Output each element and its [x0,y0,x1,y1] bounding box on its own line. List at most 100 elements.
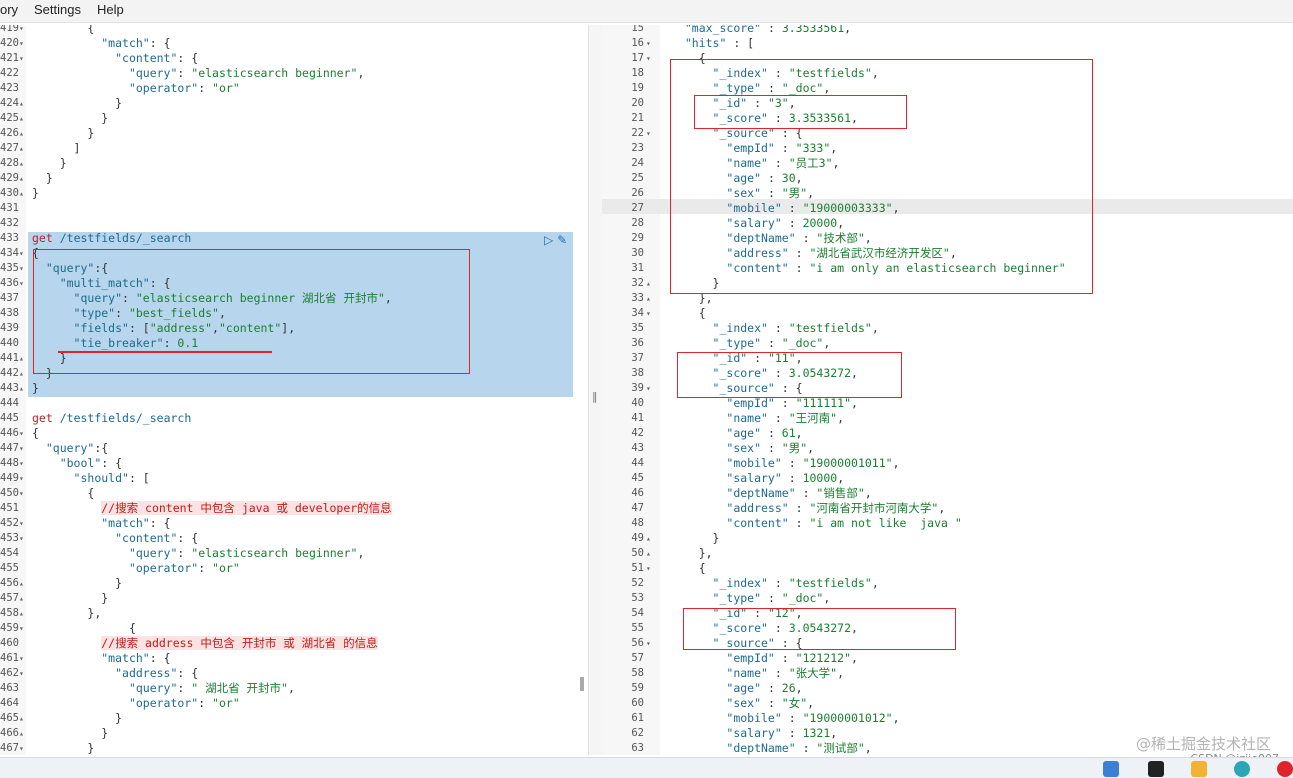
fold-open-icon[interactable]: ▾ [19,249,24,258]
fold-open-icon[interactable]: ▾ [646,384,651,393]
fold-open-icon[interactable]: ▾ [19,429,24,438]
line-number: 59 [631,682,644,694]
line-number: 436 [0,277,19,289]
fold-open-icon[interactable]: ▾ [19,459,24,468]
code-text: } [115,96,123,110]
fold-close-icon[interactable]: ▴ [19,729,24,738]
line-number: 437 [0,292,19,304]
line-number: 430 [0,187,19,199]
fold-open-icon[interactable]: ▾ [19,444,24,453]
scrollbar[interactable] [580,677,584,691]
fold-open-icon[interactable]: ▾ [19,39,24,48]
code-text: ] [73,141,81,155]
fold-open-icon[interactable]: ▾ [19,654,24,663]
fold-close-icon[interactable]: ▴ [19,174,24,183]
line-number: 18 [631,67,644,79]
fold-close-icon[interactable]: ▴ [19,594,24,603]
fold-open-icon[interactable]: ▾ [646,564,651,573]
code-text: "mobile" : "19000001011", [726,456,900,470]
fold-open-icon[interactable]: ▾ [19,279,24,288]
folder-icon[interactable] [1191,761,1207,777]
fold-open-icon[interactable]: ▾ [19,474,24,483]
resizer-grip-icon[interactable]: ‖ [592,390,598,403]
line-number: 43 [631,442,644,454]
fold-close-icon[interactable]: ▴ [19,189,24,198]
code-text: "operator": "or" [128,81,240,95]
fold-close-icon[interactable]: ▴ [19,114,24,123]
line-number: 453 [0,532,19,544]
fold-close-icon[interactable]: ▴ [646,534,651,543]
line-number: 457 [0,592,19,604]
fold-open-icon[interactable]: ▾ [646,639,651,648]
code-text: } [59,156,67,170]
code-text: "name" : "王河南", [726,411,845,425]
code-text: "_index" : "testfields", [712,321,879,335]
annotation-underline-tie-breaker [58,351,272,353]
menu-history[interactable]: ory [0,2,19,17]
start-icon[interactable] [1103,761,1119,777]
line-number: 45 [631,472,644,484]
fold-open-icon[interactable]: ▾ [646,129,651,138]
code-text: "_source" : { [712,636,803,650]
line-number: 28 [631,217,644,229]
code-text: "query":{ [45,441,109,455]
terminal-icon[interactable] [1148,761,1164,777]
code-text: "_type" : "_doc", [712,81,831,95]
fold-close-icon[interactable]: ▴ [19,384,24,393]
code-text: "salary" : 10000, [726,471,845,485]
line-number: 422 [0,67,19,79]
line-number: 52 [631,577,644,589]
line-number: 461 [0,652,19,664]
fold-close-icon[interactable]: ▴ [646,279,651,288]
line-number: 440 [0,337,19,349]
fold-close-icon[interactable]: ▴ [19,99,24,108]
fold-open-icon[interactable]: ▾ [19,519,24,528]
fold-open-icon[interactable]: ▾ [19,744,24,753]
fold-close-icon[interactable]: ▴ [646,549,651,558]
line-number: 23 [631,142,644,154]
code-text: "query": "elasticsearch beginner 湖北省 开封市… [73,291,392,305]
code-text: "empId" : "121212", [726,651,858,665]
code-text: "name" : "员工3", [726,156,840,170]
app-icon[interactable] [1277,761,1293,777]
fold-open-icon[interactable]: ▾ [19,624,24,633]
annotation-box-score-1 [694,95,907,129]
line-number: 460 [0,637,19,649]
fold-open-icon[interactable]: ▾ [646,309,651,318]
fold-close-icon[interactable]: ▴ [19,129,24,138]
fold-close-icon[interactable]: ▴ [19,354,24,363]
line-number: 15 [631,25,644,34]
line-number: 434 [0,247,19,259]
line-number: 16 [631,37,644,49]
fold-open-icon[interactable]: ▾ [646,39,651,48]
fold-open-icon[interactable]: ▾ [19,264,24,273]
fold-open-icon[interactable]: ▾ [19,54,24,63]
line-number: 432 [0,217,19,229]
fold-open-icon[interactable]: ▾ [19,25,24,33]
code-text: "_id" : "3", [712,96,796,110]
menu-help[interactable]: Help [97,2,124,17]
fold-open-icon[interactable]: ▾ [19,669,24,678]
wrench-icon[interactable]: ✎ [557,233,568,247]
menu-settings[interactable]: Settings [34,2,81,17]
line-number: 44 [631,457,644,469]
fold-close-icon[interactable]: ▴ [19,714,24,723]
code-text: } [59,351,67,365]
browser-icon[interactable] [1234,761,1250,777]
code-text: "query": "elasticsearch beginner", [128,546,365,560]
code-text: } [45,171,53,185]
fold-close-icon[interactable]: ▴ [19,144,24,153]
play-icon[interactable]: ▷ [544,233,554,247]
fold-close-icon[interactable]: ▴ [19,609,24,618]
fold-open-icon[interactable]: ▾ [19,534,24,543]
fold-open-icon[interactable]: ▾ [19,489,24,498]
request-editor[interactable]: 419▾ {420▾ "match": {421▾ "content": {42… [0,25,588,755]
fold-close-icon[interactable]: ▴ [646,294,651,303]
fold-close-icon[interactable]: ▴ [19,369,24,378]
fold-open-icon[interactable]: ▾ [646,54,651,63]
line-number: 462 [0,667,19,679]
line-number: 433 [0,232,19,244]
code-text: "type": "best_fields", [73,306,226,320]
fold-close-icon[interactable]: ▴ [19,579,24,588]
fold-close-icon[interactable]: ▴ [19,159,24,168]
